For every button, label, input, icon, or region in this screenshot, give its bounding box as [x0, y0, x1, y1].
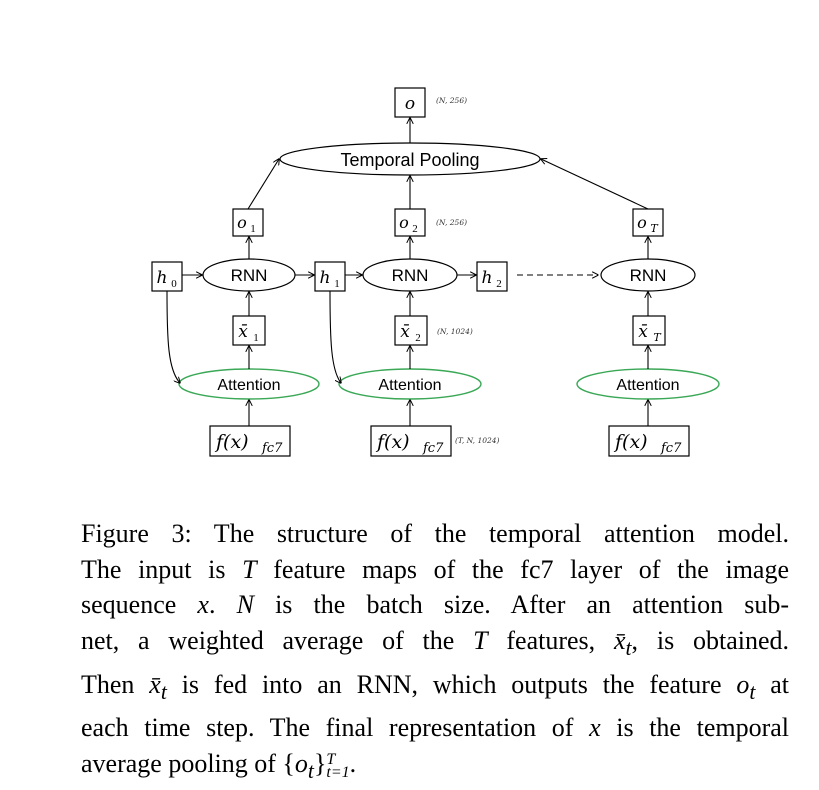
svg-text:2: 2 — [415, 332, 421, 344]
xbar-1: x̄ 1 — [232, 315, 266, 346]
svg-text:1: 1 — [253, 332, 259, 344]
xbar-2: x̄ 2 — [394, 315, 428, 346]
temporal-pooling-label: Temporal Pooling — [340, 150, 479, 170]
attention-T: Attention — [576, 368, 720, 400]
svg-text:Attention: Attention — [217, 377, 280, 394]
output-node: o — [394, 87, 426, 118]
hidden-h0: h 0 — [151, 261, 183, 292]
svg-text:h: h — [157, 268, 168, 288]
caption-line-2: The input is T feature maps of the fc7 l… — [81, 554, 789, 584]
svg-text:2: 2 — [412, 223, 418, 235]
feature-1: f(x) fc7 — [209, 425, 291, 457]
svg-text:RNN: RNN — [392, 266, 429, 285]
svg-text:fc7: fc7 — [660, 441, 682, 456]
svg-text:fc7: fc7 — [261, 441, 283, 456]
svg-text:f(x): f(x) — [613, 431, 648, 453]
edge-oT-to-pooling — [541, 159, 649, 210]
temporal-pooling-node: Temporal Pooling — [279, 142, 541, 176]
svg-text:RNN: RNN — [231, 266, 268, 285]
svg-text:x̄: x̄ — [238, 322, 248, 342]
edge-h0-to-attention1 — [166, 290, 180, 383]
rnn-T: RNN — [600, 258, 696, 292]
svg-text:T: T — [653, 331, 662, 344]
svg-text:1: 1 — [334, 278, 340, 290]
caption-line-4: net, a weighted average of the T feature… — [81, 625, 790, 660]
temporal-attention-diagram: o (N, 256) Temporal Pooling o 1 o 2 (N, … — [151, 87, 720, 457]
svg-text:2: 2 — [496, 278, 502, 290]
output-shape-label: (N, 256) — [436, 96, 467, 105]
output-o1: o 1 — [232, 208, 264, 237]
svg-text:f(x): f(x) — [375, 431, 410, 453]
output-o2: o 2 — [394, 208, 426, 237]
svg-text:Attention: Attention — [378, 377, 441, 394]
caption-line-6: each time step. The final representation… — [81, 713, 790, 743]
rnn-2: RNN — [362, 258, 458, 292]
hidden-h1: h 1 — [314, 261, 346, 292]
edge-o1-to-pooling — [247, 159, 279, 210]
rnn-1: RNN — [202, 258, 296, 292]
xbar-T: x̄ T — [632, 315, 666, 346]
svg-text:T: T — [650, 222, 659, 235]
svg-text:x̄: x̄ — [400, 322, 410, 342]
svg-text:o: o — [637, 213, 647, 232]
svg-text:h: h — [320, 268, 331, 288]
hidden-h2: h 2 — [476, 261, 508, 292]
svg-text:RNN: RNN — [630, 266, 667, 285]
caption-line-1: Figure 3: The structure of the temporal … — [81, 519, 789, 548]
edge-h1-to-attention2 — [329, 290, 341, 383]
svg-text:o: o — [237, 213, 247, 232]
caption-line-3: sequence x. N is the batch size. After a… — [81, 590, 790, 620]
svg-text:Attention: Attention — [616, 377, 679, 394]
attention-1: Attention — [178, 368, 320, 400]
feature-shape-label: (T, N, 1024) — [455, 436, 500, 445]
output-oT: o T — [632, 208, 664, 237]
output-node-label: o — [405, 94, 415, 114]
svg-text:h: h — [482, 268, 493, 288]
o-shape-label: (N, 256) — [436, 218, 467, 227]
feature-2: f(x) fc7 — [370, 425, 452, 457]
svg-text:1: 1 — [250, 223, 256, 235]
svg-text:f(x): f(x) — [214, 431, 249, 453]
svg-text:0: 0 — [171, 278, 177, 290]
svg-text:fc7: fc7 — [422, 441, 444, 456]
xbar-shape-label: (N, 1024) — [437, 327, 473, 336]
svg-text:o: o — [399, 213, 409, 232]
caption-line-5: Then x̄t is fed into an RNN, which outpu… — [81, 669, 790, 704]
attention-2: Attention — [338, 368, 482, 400]
feature-T: f(x) fc7 — [608, 425, 690, 457]
svg-text:x̄: x̄ — [638, 322, 648, 342]
figure-caption: Figure 3: The structure of the temporal … — [81, 516, 789, 790]
